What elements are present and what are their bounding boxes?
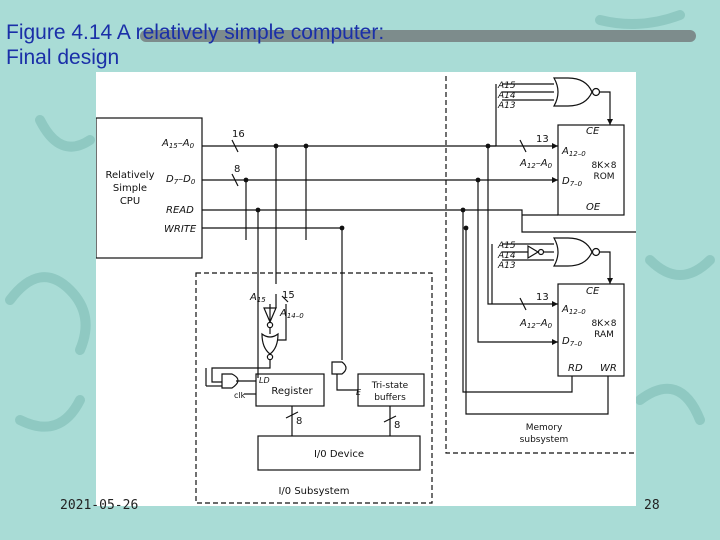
slide-date: 2021-05-26	[60, 498, 139, 513]
rom-addr-in: A12–0	[561, 146, 586, 158]
cpu-box	[96, 117, 203, 259]
io-device-label: I/0 Device	[314, 449, 364, 460]
io-width-8b: 8	[394, 420, 400, 431]
rom-dec-a14: A14	[497, 91, 516, 101]
ram-box	[557, 283, 625, 377]
ram-ce: CE	[586, 286, 600, 297]
addr-bus-width: 16	[232, 129, 245, 140]
io-width-15: 15	[282, 290, 295, 301]
ram-data-in: D7–0	[562, 336, 583, 348]
register-ld: LD	[259, 376, 270, 385]
io-a15: A15	[249, 292, 266, 304]
rom-type: ROM	[593, 172, 614, 182]
rom-box	[557, 124, 625, 216]
rom-addr-width: 13	[536, 134, 549, 145]
tristate-e: E	[356, 388, 362, 397]
cpu-label-line1: Relatively	[105, 170, 154, 181]
slide-title-line1: Figure 4.14 A relatively simple computer…	[6, 21, 385, 44]
register-label: Register	[271, 386, 313, 397]
memory-subsystem-line1: Memory	[526, 423, 563, 433]
rom-dec-a15: A15	[497, 81, 516, 91]
rom-oe: OE	[586, 202, 601, 213]
memory-subsystem-border	[445, 76, 634, 454]
tristate-line2: buffers	[374, 393, 406, 403]
ram-wr: WR	[600, 363, 617, 374]
slide-title-line2: Final design	[6, 46, 120, 69]
cpu-read-pin: READ	[166, 205, 194, 216]
cpu-addr-pin: A15–A0	[161, 138, 195, 150]
slide-page-number: 28	[644, 498, 660, 513]
cpu-write-pin: WRITE	[164, 224, 197, 235]
rom-data-in: D7–0	[562, 176, 583, 188]
ram-dec-a13: A13	[497, 261, 516, 271]
data-bus-width: 8	[234, 164, 240, 175]
cpu-data-pin: D7–D0	[166, 174, 196, 186]
register-clk: clk	[234, 391, 246, 400]
rom-ce: CE	[586, 126, 600, 137]
memory-subsystem-line2: subsystem	[520, 435, 569, 445]
ram-addr-in: A12–0	[561, 304, 586, 316]
cpu-label-line3: CPU	[120, 196, 140, 207]
register-box	[255, 373, 325, 407]
ram-size: 8K×8	[592, 319, 617, 329]
io-subsystem-label: I/0 Subsystem	[278, 486, 349, 497]
io-a14: A14–0	[279, 308, 304, 320]
slide-title: Figure 4.14 A relatively simple computer…	[6, 20, 446, 70]
io-device-box	[257, 435, 421, 471]
ram-dec-a14: A14	[497, 251, 516, 261]
ram-addr-width: 13	[536, 292, 549, 303]
ram-addr-bus: A12–A0	[519, 318, 553, 330]
ram-type: RAM	[594, 330, 614, 340]
io-subsystem-border	[195, 272, 433, 504]
computer-diagram: Relatively Simple CPU A15–A0 D7–D0 READ …	[96, 72, 636, 506]
rom-dec-a13: A13	[497, 101, 516, 111]
ram-rd: RD	[568, 363, 583, 374]
io-width-8a: 8	[296, 416, 302, 427]
cpu-label-line2: Simple	[113, 183, 147, 194]
rom-addr-bus: A12–A0	[519, 158, 553, 170]
rom-size: 8K×8	[592, 161, 617, 171]
tristate-line1: Tri-state	[371, 381, 409, 391]
ram-dec-a15: A15	[497, 241, 516, 251]
